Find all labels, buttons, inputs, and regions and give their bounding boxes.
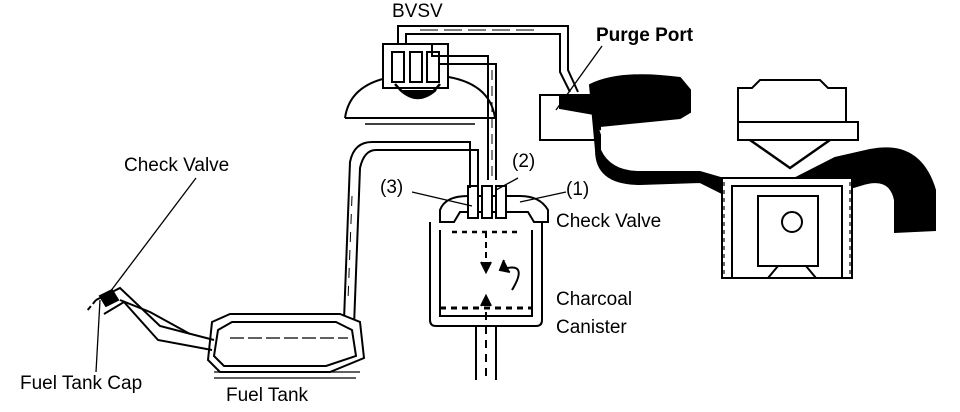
label-purge-port: Purge Port [596,25,694,46]
label-port-2: (2) [512,151,536,172]
label-fuel-tank-cap: Fuel Tank Cap [20,373,143,394]
charcoal-canister [429,185,549,380]
label-port-1: (1) [566,179,590,200]
intake-manifold [539,74,936,234]
label-check-valve-right: Check Valve [556,211,662,232]
bvsv-valve [344,43,496,125]
bvsv-to-canister-pipe [431,44,497,180]
engine-cylinder [721,79,859,279]
fuel-tank [206,313,366,379]
label-fuel-tank: Fuel Tank [226,385,309,406]
label-bvsv: BVSV [392,1,443,22]
label-charcoal: Charcoal [556,289,633,310]
leader-lines [95,45,603,373]
label-check-valve-left: Check Valve [124,155,230,176]
canister-to-tank-pipe [343,141,479,327]
filler-neck [85,286,215,351]
bvsv-to-purge-pipe [397,25,579,93]
label-port-3: (3) [380,177,404,198]
label-canister: Canister [556,317,627,338]
